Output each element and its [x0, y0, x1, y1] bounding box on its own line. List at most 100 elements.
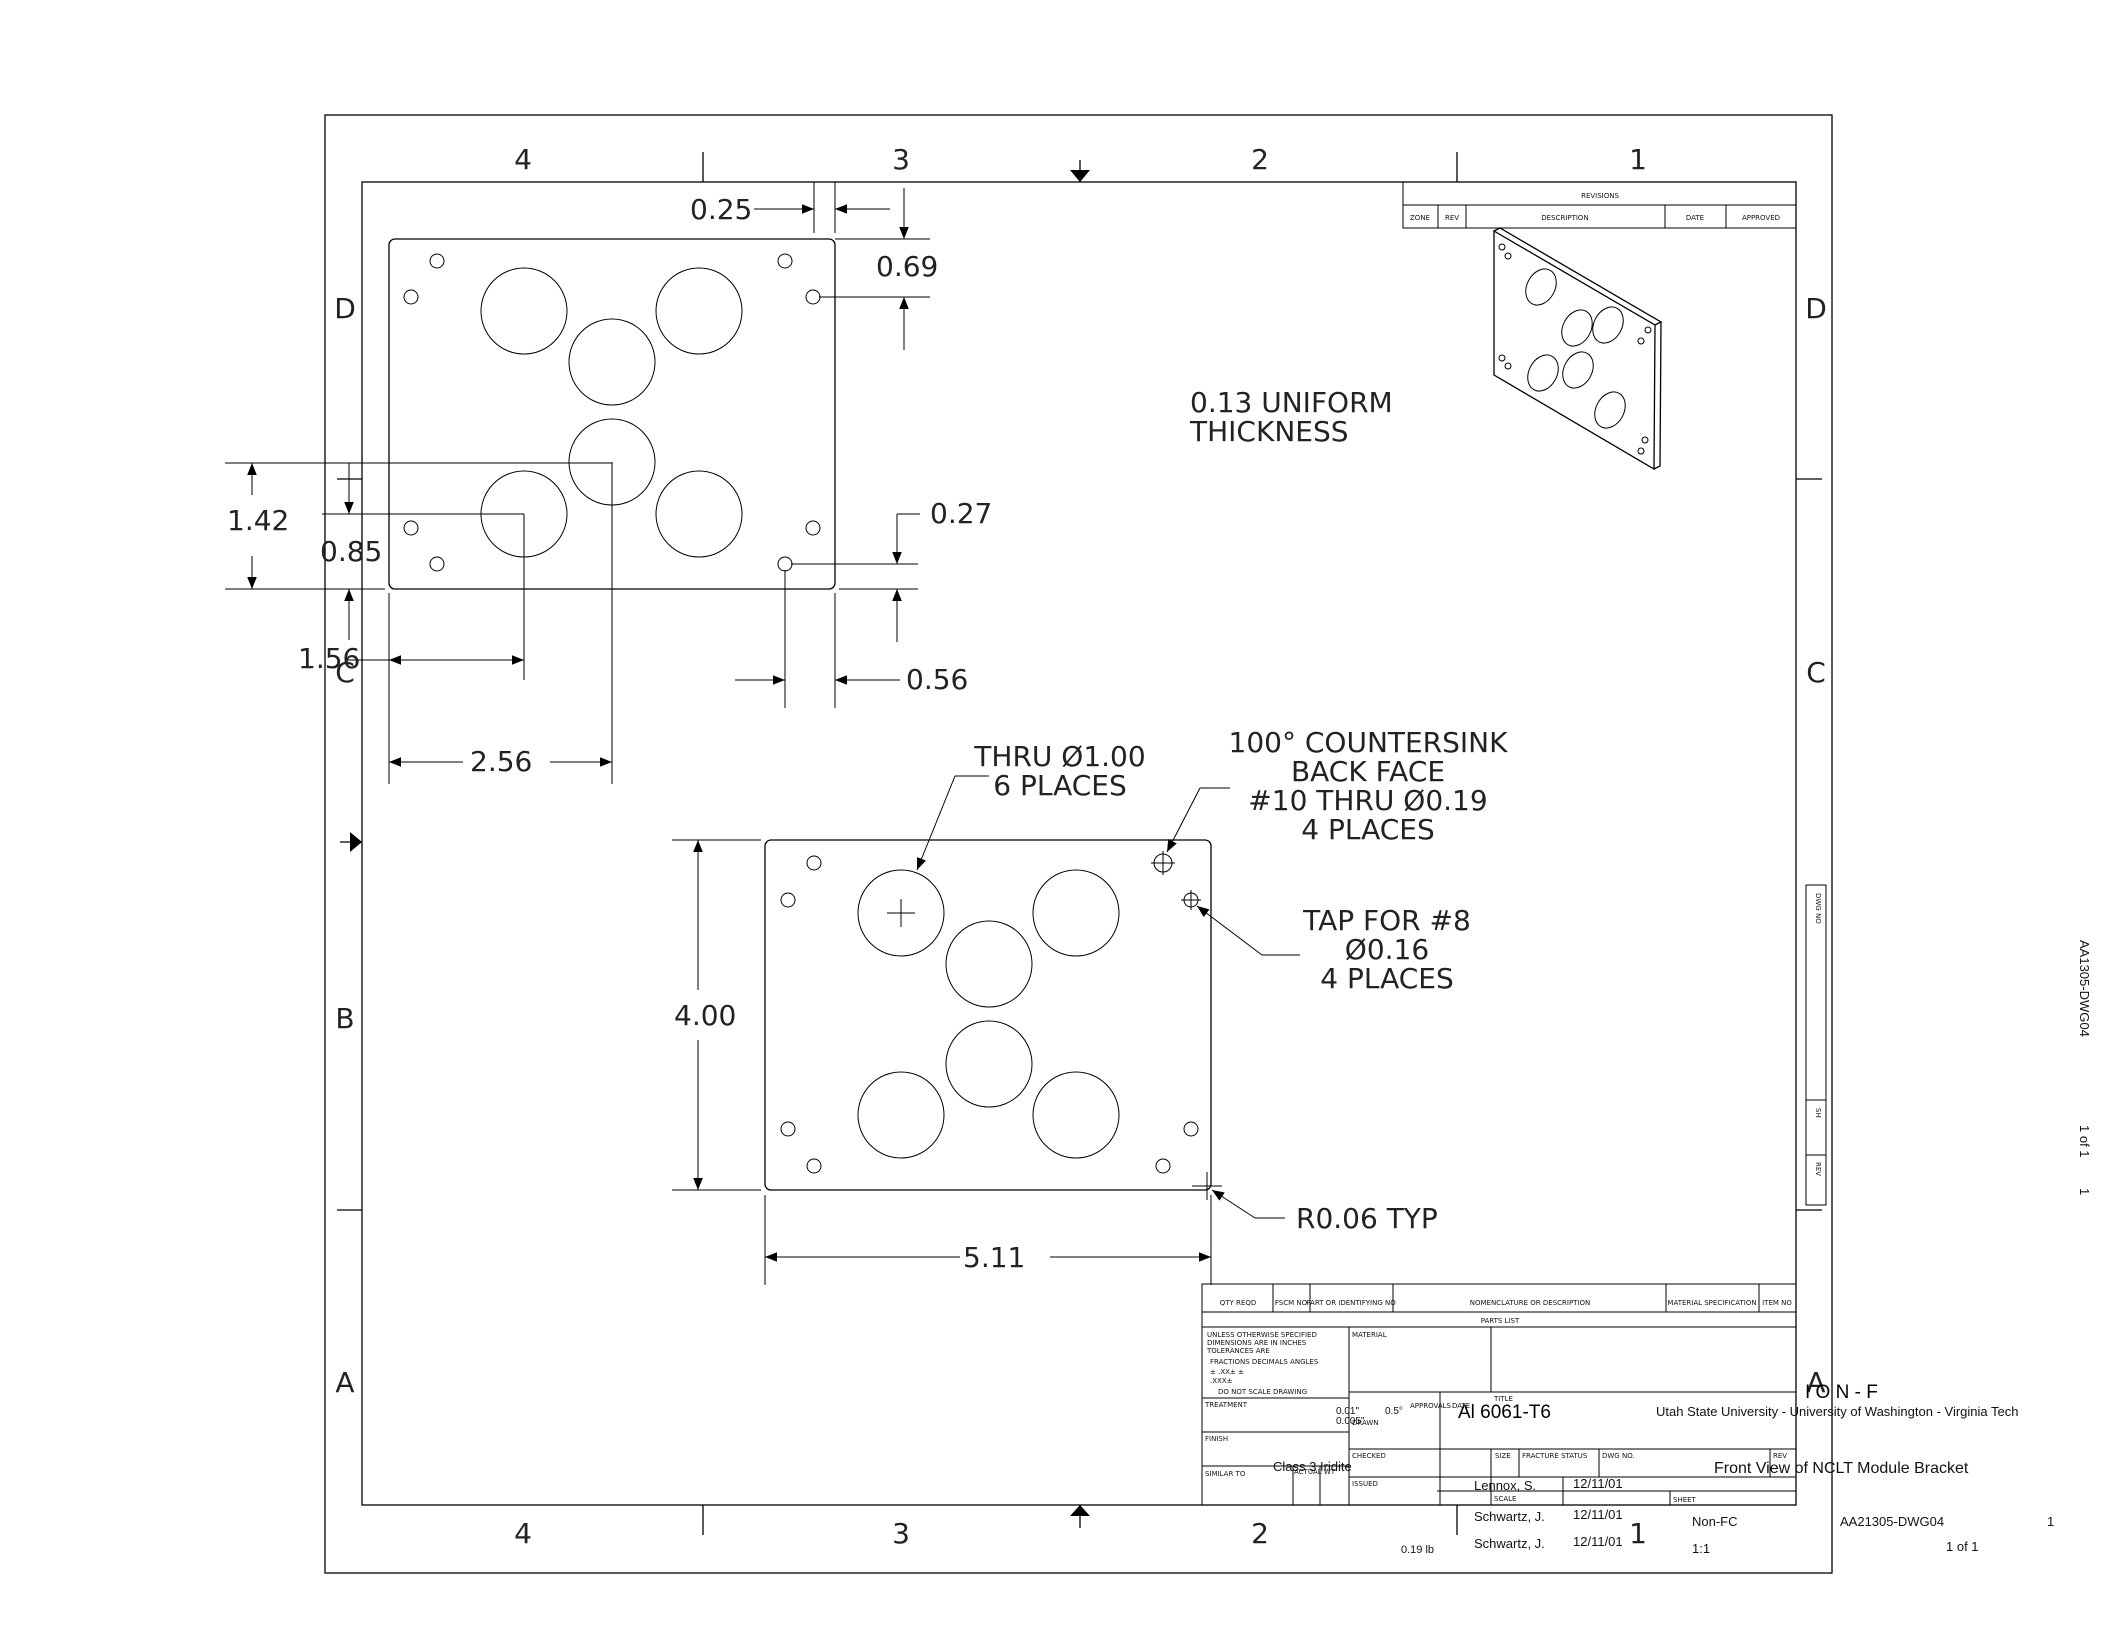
- zone-row-right-a: A: [1806, 1366, 1825, 1399]
- parts-header-nomenclature: NOMENCLATURE OR DESCRIPTION: [1470, 1299, 1591, 1307]
- tol-line-1: UNLESS OTHERWISE SPECIFIED: [1207, 1331, 1317, 1339]
- weight-value: 0.19 lb: [1401, 1544, 1434, 1556]
- checked-by: Schwartz, J.: [1474, 1509, 1545, 1524]
- zone-row-left-a: A: [335, 1366, 354, 1399]
- scale-label: SCALE: [1494, 1495, 1516, 1503]
- dim-1-56: 1.56: [298, 642, 360, 675]
- upper-plate-view: 0.25 0.69 1.42 0.85 0.27 1.56 0.56 2.56: [225, 182, 992, 784]
- material-label: MATERIAL: [1352, 1331, 1387, 1339]
- zone-row-right-d: D: [1805, 292, 1827, 325]
- parts-header-qty: QTY REQD: [1220, 1299, 1256, 1307]
- tol-angle: 0.5°: [1385, 1406, 1403, 1417]
- drawing-title: Front View of NCLT Module Bracket: [1714, 1460, 1969, 1477]
- fracture-label: FRACTURE STATUS: [1522, 1452, 1588, 1460]
- side-sheet: 1 of 1: [2077, 1125, 2092, 1158]
- zone-row-left-b: B: [335, 1002, 354, 1035]
- approvals-label: APPROVALS: [1410, 1402, 1452, 1410]
- checked-date: 12/11/01: [1573, 1507, 1623, 1522]
- revisions-title: REVISIONS: [1581, 192, 1619, 200]
- sheet-label: SHEET: [1673, 1496, 1697, 1504]
- zone-row-left-d: D: [334, 292, 356, 325]
- rev-header-approved: APPROVED: [1742, 214, 1780, 222]
- note-tap-line1: TAP FOR #8: [1302, 904, 1471, 937]
- tol-line-3: TOLERANCES ARE: [1206, 1347, 1270, 1355]
- tol-line-4: FRACTIONS DECIMALS ANGLES: [1210, 1358, 1319, 1366]
- tol-line-2: DIMENSIONS ARE IN INCHES: [1207, 1339, 1307, 1347]
- note-thickness-line1: 0.13 UNIFORM: [1190, 386, 1393, 419]
- zone-col-bottom-2: 2: [1251, 1517, 1269, 1550]
- tol-line-7: DO NOT SCALE DRAWING: [1218, 1388, 1307, 1396]
- zone-ticks: [337, 152, 1822, 1535]
- tol-line-5: ± .XX± ±: [1210, 1368, 1244, 1376]
- fracture-status-value: Non-FC: [1692, 1514, 1738, 1529]
- dwg-no-value: AA21305-DWG04: [1840, 1514, 1944, 1529]
- rev-header-description: DESCRIPTION: [1541, 214, 1588, 222]
- similar-to-label: SIMILAR TO: [1205, 1470, 1246, 1478]
- note-tap-line2: Ø0.16: [1345, 933, 1429, 966]
- dim-1-42: 1.42: [227, 504, 289, 537]
- drawn-date: 12/11/01: [1573, 1476, 1623, 1491]
- rev-label: REV: [1773, 1452, 1787, 1460]
- parts-list-title: PARTS LIST: [1481, 1317, 1520, 1325]
- lower-plate-view: 4.00 5.11: [672, 775, 1300, 1285]
- size-label: SIZE: [1495, 1452, 1511, 1460]
- rev-header-zone: ZONE: [1410, 214, 1430, 222]
- tol-line-6: .XXX±: [1210, 1377, 1233, 1385]
- issued-by: Schwartz, J.: [1474, 1536, 1545, 1551]
- title-label: TITLE: [1493, 1395, 1513, 1403]
- rev-header-rev: REV: [1445, 214, 1459, 222]
- revision-block: REVISIONS ZONE REV DESCRIPTION DATE APPR…: [1402, 181, 1797, 229]
- inner-border: [361, 181, 1797, 1506]
- drawn-by: Lennox, S.: [1474, 1478, 1536, 1493]
- parts-header-part: PART OR IDENTIFYING NO: [1306, 1299, 1396, 1307]
- note-countersink-line1: 100° COUNTERSINK: [1229, 726, 1509, 759]
- drawn-label: DRAWN: [1352, 1419, 1379, 1427]
- dim-0-25: 0.25: [690, 193, 752, 226]
- side-sh-label: SH: [1814, 1108, 1822, 1118]
- parts-list: QTY REQD FSCM NO PART OR IDENTIFYING NO …: [1201, 1283, 1797, 1328]
- finish-value: Class 3 Iridite: [1273, 1459, 1352, 1474]
- zone-col-top-4: 4: [514, 143, 532, 176]
- note-radius: R0.06 TYP: [1296, 1202, 1438, 1235]
- title-block: [1201, 1326, 1797, 1506]
- checked-label: CHECKED: [1352, 1452, 1386, 1460]
- dim-2-56: 2.56: [470, 745, 532, 778]
- dim-0-85: 0.85: [320, 535, 382, 568]
- side-rev-label: REV: [1814, 1162, 1822, 1176]
- note-thickness-line2: THICKNESS: [1189, 415, 1349, 448]
- parts-header-fscm: FSCM NO: [1275, 1299, 1308, 1307]
- note-thru-line1: THRU Ø1.00: [973, 740, 1145, 773]
- org-fragment: I O N - F: [1805, 1382, 1878, 1403]
- scale-value: 1:1: [1692, 1541, 1710, 1556]
- organization: Utah State University - University of Wa…: [1656, 1404, 2018, 1419]
- zone-col-bottom-4: 4: [514, 1517, 532, 1550]
- side-dwg-no-label: DWG NO: [1814, 893, 1822, 924]
- dwg-no-label: DWG NO.: [1602, 1452, 1635, 1460]
- zone-col-top-3: 3: [892, 143, 910, 176]
- treatment-label: TREATMENT: [1204, 1401, 1248, 1409]
- material-value: Al 6061-T6: [1458, 1402, 1551, 1423]
- note-countersink-line4: 4 PLACES: [1301, 813, 1435, 846]
- dim-0-27: 0.27: [930, 497, 992, 530]
- actual-wt-label: ACTUAL WT: [1294, 1468, 1336, 1476]
- zone-col-bottom-1: 1: [1629, 1517, 1647, 1550]
- parts-header-item: ITEM NO: [1762, 1299, 1792, 1307]
- issued-label: ISSUED: [1352, 1480, 1378, 1488]
- parts-header-material: MATERIAL SPECIFICATION: [1667, 1299, 1756, 1307]
- date-label: DATE: [1452, 1402, 1470, 1410]
- zone-col-bottom-3: 3: [892, 1517, 910, 1550]
- dim-0-69: 0.69: [876, 250, 938, 283]
- zone-row-left-c: C: [335, 656, 355, 689]
- finish-label: FINISH: [1205, 1435, 1228, 1443]
- zone-row-right-c: C: [1806, 656, 1826, 689]
- dim-4-00: 4.00: [674, 999, 736, 1032]
- note-thru-line2: 6 PLACES: [993, 769, 1127, 802]
- zone-col-top-2: 2: [1251, 143, 1269, 176]
- rev-header-date: DATE: [1686, 214, 1704, 222]
- tol-decimal-3: 0.005": [1336, 1416, 1365, 1427]
- side-dwg-no: AA1305-DWG04: [2077, 940, 2092, 1037]
- note-tap-line3: 4 PLACES: [1320, 962, 1454, 995]
- outer-border: [324, 114, 1833, 1574]
- note-countersink-line2: BACK FACE: [1291, 755, 1445, 788]
